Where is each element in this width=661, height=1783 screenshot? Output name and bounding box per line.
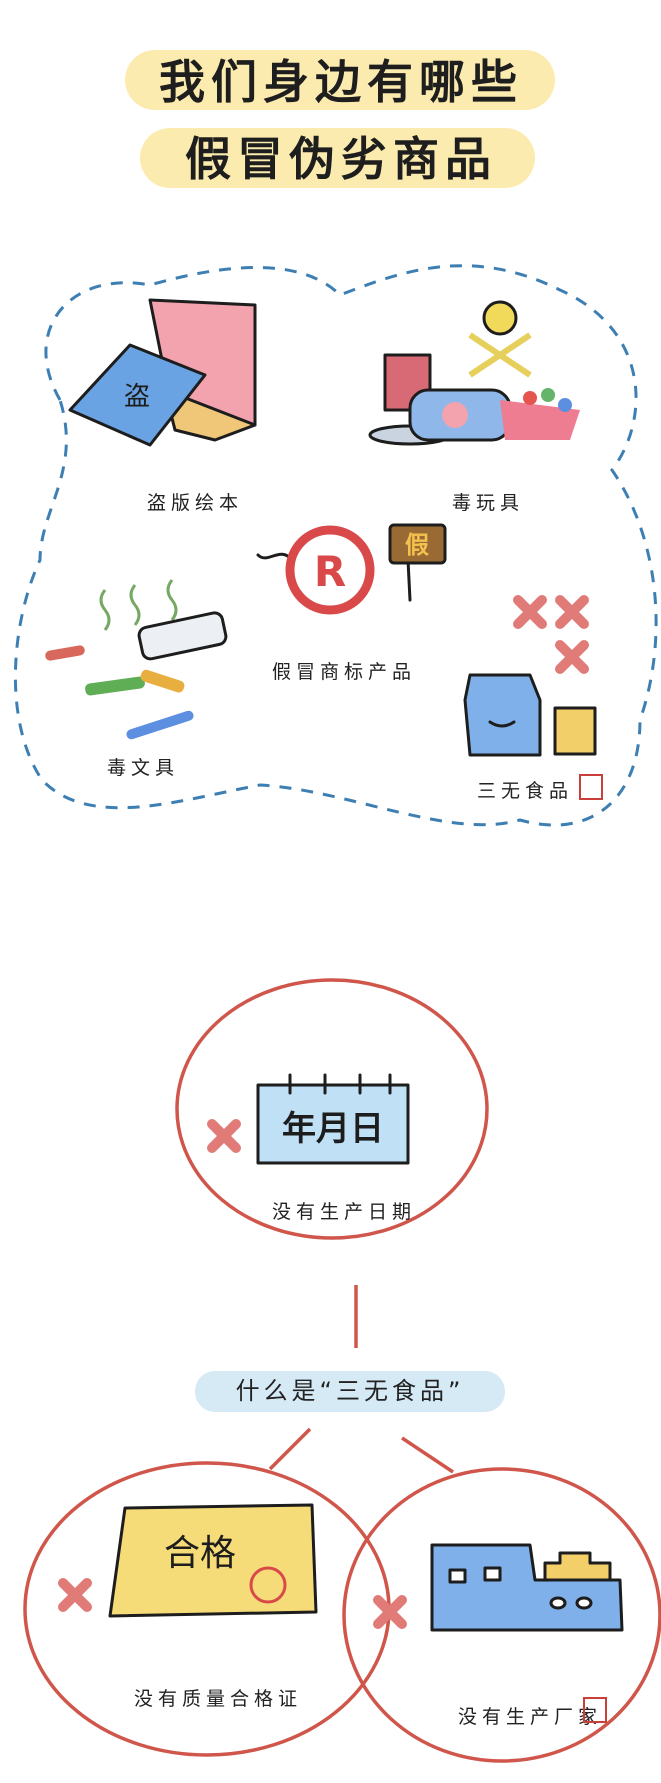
calendar-icon: 年月日 [256, 1073, 410, 1165]
factory-icon [430, 1543, 624, 1632]
seal-stamp [579, 774, 603, 800]
circle-no-date [175, 978, 489, 1240]
cross-icon [373, 1595, 407, 1629]
cross-icon [58, 1578, 92, 1612]
trademark-icon: R 假 [256, 523, 447, 615]
dashed-cloud-border [14, 264, 658, 827]
food-icon [463, 595, 597, 757]
book-glyph: 盗 [124, 382, 150, 412]
seal-stamp [583, 1697, 607, 1723]
title-highlight-1 [125, 50, 555, 110]
cross-icon [207, 1119, 241, 1153]
title-line-2: 假冒伪劣商品 [185, 132, 497, 186]
title-highlight-2 [140, 128, 535, 188]
center-label: 什么是“三无食品” [236, 1377, 465, 1405]
connector-right [401, 1436, 454, 1474]
stationery-icon [45, 579, 228, 740]
book-icon: 盗 [68, 298, 257, 447]
fake-tag: 假 [405, 531, 429, 559]
calendar-glyph: 年月日 [282, 1109, 384, 1149]
center-banner [195, 1371, 505, 1412]
item-label-no-date: 没有生产日期 [272, 1201, 416, 1223]
circle-no-manufacturer [342, 1467, 661, 1763]
trademark-glyph: R [314, 547, 346, 596]
title-line-1: 我们身边有哪些 [159, 55, 523, 109]
item-label-no-manufacturer: 没有生产厂家 [458, 1706, 602, 1728]
category-label-food: 三无食品 [477, 780, 573, 802]
certificate-icon: 合格 [108, 1503, 318, 1618]
certificate-glyph: 合格 [164, 1533, 236, 1574]
category-label-book: 盗版绘本 [147, 492, 243, 514]
title: 我们身边有哪些 假冒伪劣商品 [125, 50, 555, 188]
toy-poison-icon [368, 300, 580, 446]
item-label-no-certificate: 没有质量合格证 [134, 1688, 302, 1710]
category-label-toy: 毒玩具 [452, 492, 524, 514]
connector-left [268, 1427, 312, 1471]
category-label-trademark: 假冒商标产品 [272, 661, 416, 683]
category-label-stationery: 毒文具 [107, 757, 179, 779]
